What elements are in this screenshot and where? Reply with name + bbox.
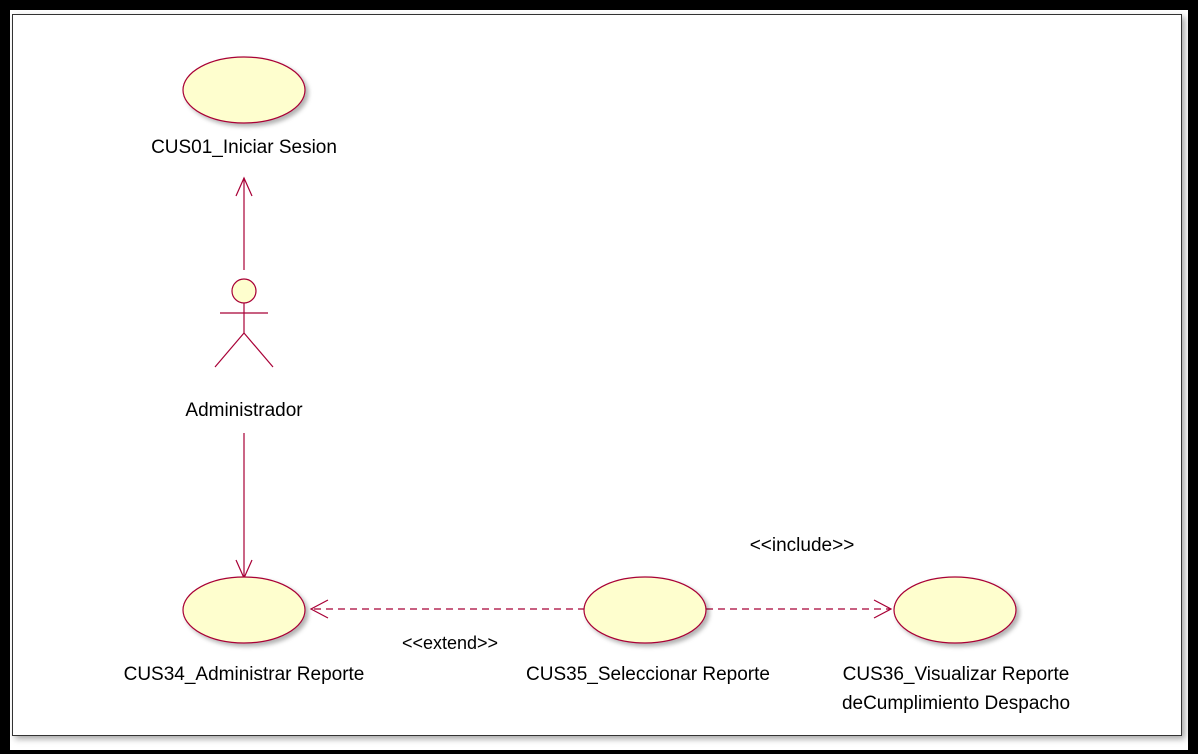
usecase-cus01-label: CUS01_Iniciar Sesion	[151, 137, 337, 158]
usecase-cus34-ellipse[interactable]	[182, 576, 306, 644]
usecase-cus35-ellipse[interactable]	[583, 576, 707, 644]
association-administrador-cus34	[235, 433, 253, 580]
association-administrador-cus01	[235, 176, 253, 270]
actor-administrador-figure[interactable]	[214, 278, 274, 368]
actor-administrador-label: Administrador	[185, 400, 303, 421]
usecase-cus34-label: CUS34_Administrar Reporte	[123, 664, 365, 685]
extend-cus35-cus34	[309, 599, 585, 619]
usecase-cus36-label-line1: CUS36_Visualizar Reporte	[842, 664, 1070, 685]
include-cus35-cus36	[706, 599, 893, 619]
relation-extend-label: <<extend>>	[401, 633, 499, 653]
usecase-cus36-label-line2: deCumplimiento Despacho	[841, 693, 1071, 714]
relation-include-label: <<include>>	[749, 535, 855, 556]
usecase-cus35-label: CUS35_Seleccionar Reporte	[526, 664, 770, 685]
usecase-cus01-ellipse[interactable]	[182, 56, 306, 124]
usecase-cus36-ellipse[interactable]	[893, 576, 1017, 644]
